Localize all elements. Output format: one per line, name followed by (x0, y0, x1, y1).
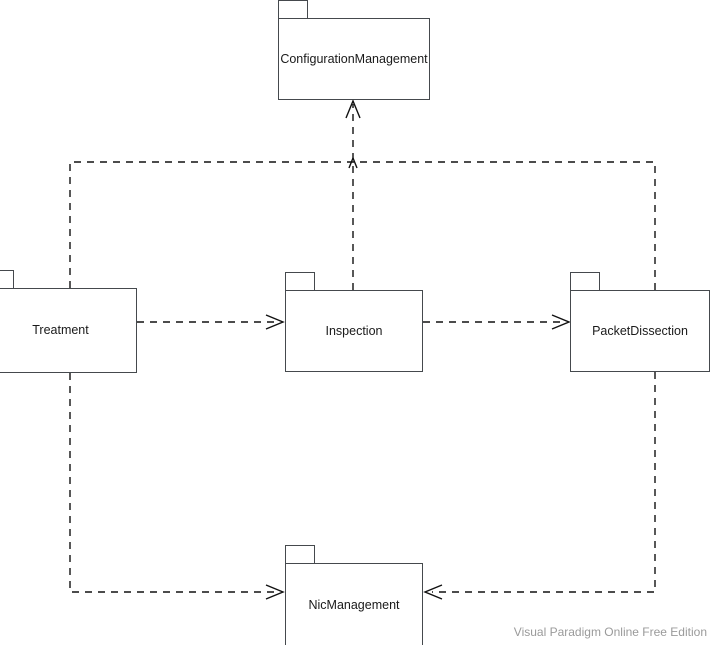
package-tab (278, 0, 308, 19)
package-tab (570, 272, 600, 291)
package-body: PacketDissection (570, 290, 710, 372)
arrowhead-open (265, 314, 285, 330)
dependency-packetdissection-to-configurationmanagement (353, 161, 656, 290)
package-body: Treatment (0, 288, 137, 373)
package-body: NicManagement (285, 563, 423, 645)
package-body: ConfigurationManagement (278, 18, 430, 100)
dependency-treatment-to-configurationmanagement (69, 161, 353, 288)
package-body: Inspection (285, 290, 423, 372)
arrowhead-open (551, 314, 571, 330)
arrowhead-open (345, 99, 361, 119)
dependency-packetdissection-to-nicmanagement (423, 372, 656, 600)
dependency-inspection-to-configurationmanagement (345, 99, 361, 290)
arrowhead-open (423, 584, 443, 600)
watermark: Visual Paradigm Online Free Edition (513, 625, 707, 639)
package-tab (285, 545, 315, 564)
dependency-treatment-to-nicmanagement (69, 373, 285, 600)
dependency-treatment-to-inspection (137, 314, 285, 330)
arrowhead-open-small (348, 156, 358, 169)
package-label: Inspection (325, 323, 383, 338)
package-tab (285, 272, 315, 291)
dependency-inspection-to-packetdissection (423, 314, 571, 330)
package-label: Treatment (32, 323, 89, 338)
package-label: PacketDissection (592, 323, 688, 338)
package-label: ConfigurationManagement (280, 51, 428, 66)
arrowhead-open (265, 584, 285, 600)
package-tab (0, 270, 14, 289)
package-label: NicManagement (308, 598, 400, 613)
